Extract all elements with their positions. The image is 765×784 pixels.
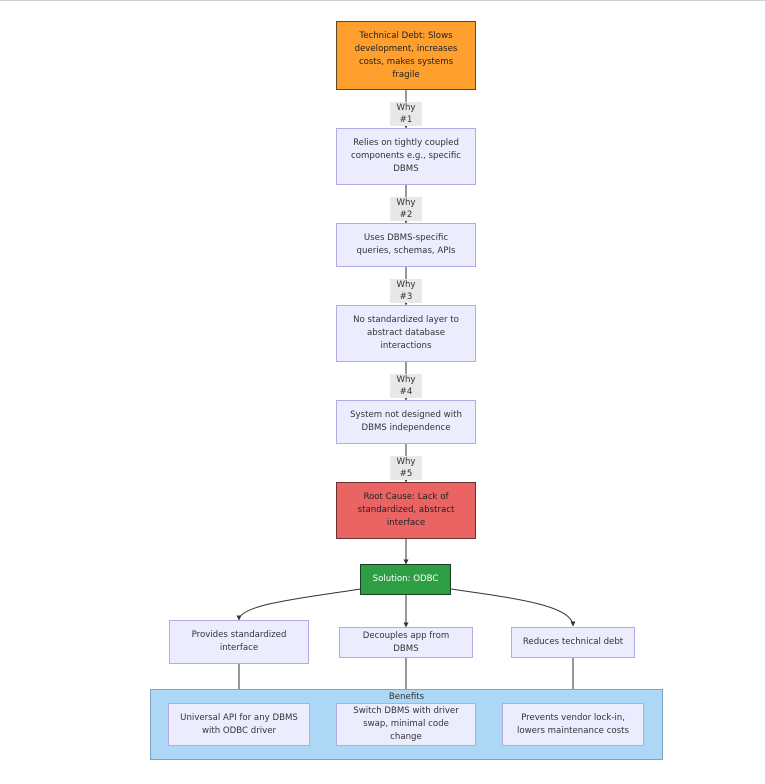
why-4-node: System not designed with DBMS independen… [336,400,476,444]
solution-node: Solution: ODBC [360,564,451,595]
edge-label-why-2: Why #2 [390,197,422,221]
problem-node: Technical Debt: Slows development, incre… [336,21,476,90]
action-node-decouples-app: Decouples app from DBMS [339,627,473,658]
why-2-node: Uses DBMS-specific queries, schemas, API… [336,223,476,267]
action-node-standardized-interface: Provides standardized interface [169,620,309,664]
why-1-node: Relies on tightly coupled components e.g… [336,128,476,185]
benefit-node-universal-api: Universal API for any DBMS with ODBC dri… [168,703,310,746]
why-3-node: No standardized layer to abstract databa… [336,305,476,362]
edge-solution-to-action-1 [236,588,362,621]
benefit-node-vendor-lock-in: Prevents vendor lock-in, lowers maintena… [502,703,644,746]
edge-label-why-5: Why #5 [390,456,422,480]
benefit-node-switch-dbms: Switch DBMS with driver swap, minimal co… [336,703,476,746]
edge-label-why-3: Why #3 [390,279,422,303]
root-cause-node: Root Cause: Lack of standardized, abstra… [336,482,476,539]
edge-solution-to-action-3 [450,588,576,627]
benefits-title: Benefits [388,692,425,702]
top-divider [0,0,765,1]
action-node-reduces-debt: Reduces technical debt [511,627,635,658]
edge-label-why-4: Why #4 [390,374,422,398]
edge-label-why-1: Why #1 [390,102,422,126]
